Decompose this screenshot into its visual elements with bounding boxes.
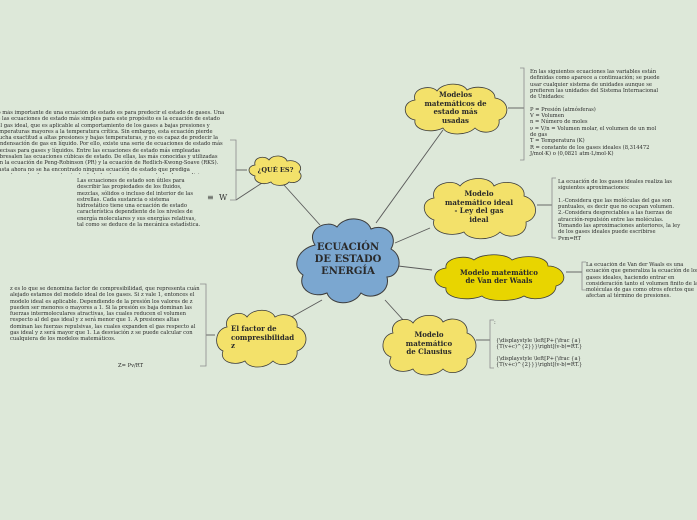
clausius-formula-1: {\displaystyle \left[P+{\frac {a}{T(v+c)…: [496, 338, 583, 351]
ideal-note: La ecuación de los gases ideales realiza…: [558, 179, 681, 242]
bracket-vdw: [581, 261, 586, 291]
van-der-waals-node[interactable]: Modelo matemático de Van der Waals: [430, 254, 568, 301]
link-modelos: [375, 129, 444, 224]
link-ideal: [394, 227, 431, 244]
ideal-label: Modelo matemático ideal - Ley del gas id…: [444, 189, 514, 224]
clausius-label: Modelo matemático de Clausius: [405, 330, 453, 357]
van-der-waals-label: Modelo matemático de Van der Waals: [460, 267, 538, 285]
clausius-cloud-shape: [382, 314, 477, 376]
modelos-label: Modelos matemáticos de estado más usadas: [424, 90, 487, 125]
center-node[interactable]: ECUACIÓN DE ESTADO ENERGÍA: [293, 215, 403, 305]
bracket-clausius: [489, 319, 494, 369]
ideal-cloud-shape: [423, 178, 536, 240]
factor-z-formula: Z= Pv/RT: [118, 363, 144, 369]
link-clausius: [384, 299, 406, 323]
modelos-note: En las siguientes ecuaciones las variabl…: [530, 69, 660, 157]
link-van-der-waals: [397, 265, 433, 271]
bracket-modelos: [520, 67, 525, 161]
clausius-node[interactable]: Modelo matemático de Clausius: [381, 313, 477, 376]
modelos-node[interactable]: Modelos matemáticos de estado más usadas: [401, 82, 510, 135]
list-icon[interactable]: ≡: [207, 193, 214, 202]
link-que-es: [283, 184, 321, 226]
bracket-ideal: [551, 177, 556, 239]
factor-z-cloud-shape: [216, 309, 307, 368]
link-que-es-note-bottom: [235, 182, 263, 201]
van-der-waals-cloud-shape: [434, 254, 565, 301]
modelos-cloud-shape: [404, 83, 508, 135]
factor-z-node[interactable]: El factor de compresibilidad z: [215, 309, 307, 368]
que-es-label: ¿QUÉ ES?: [257, 166, 294, 174]
center-cloud-shape: [296, 218, 400, 304]
van-der-waals-note-clip: La ecuación de Van der Waals es una ecua…: [586, 262, 697, 298]
que-es-note-clip: Lo más importante de una ecuación de est…: [0, 110, 230, 174]
factor-z-label: El factor de compresibilidad z: [231, 324, 295, 351]
bracket-que-es: [230, 139, 237, 201]
center-title: ECUACIÓN DE ESTADO ENERGÍA: [314, 242, 382, 277]
clausius-colon: :: [494, 320, 496, 326]
bracket-factor-z: [200, 283, 207, 367]
wikipedia-icon[interactable]: W: [219, 193, 228, 202]
clausius-formula-2: {\displaystyle \left[P+{\frac {a}{T(v+c)…: [496, 356, 583, 369]
ideal-node[interactable]: Modelo matemático ideal - Ley del gas id…: [420, 176, 538, 240]
van-der-waals-note: La ecuación de Van der Waals es una ecua…: [586, 262, 697, 298]
factor-z-note: z es lo que se denomina factor de compre…: [10, 286, 200, 343]
que-es-cloud-shape: [248, 155, 302, 186]
que-es-node[interactable]: ¿QUÉ ES?: [247, 155, 304, 186]
que-es-bottom-note: Las ecuaciones de estado son útiles para…: [77, 178, 201, 229]
que-es-note: Lo más importante de una ecuación de est…: [0, 110, 225, 174]
